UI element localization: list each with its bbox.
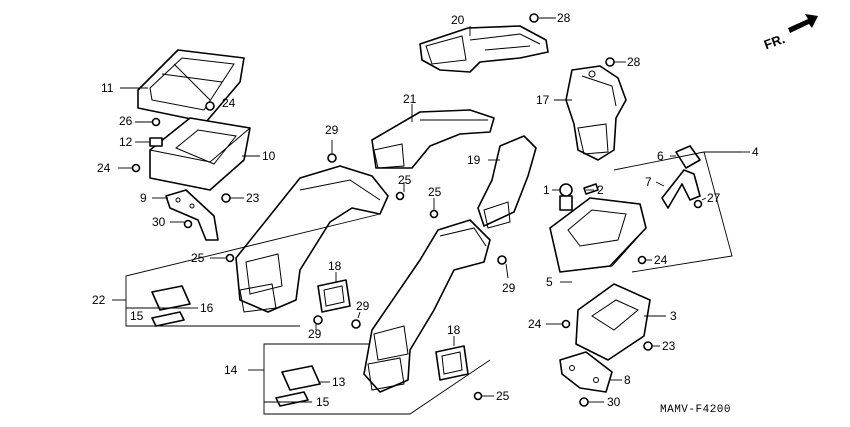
leader-lines <box>112 17 750 415</box>
callout-11: 11 <box>101 81 114 95</box>
part-21-duct <box>371 109 495 169</box>
callout-23-right: 23 <box>662 339 676 353</box>
callout-29-mid: 29 <box>356 299 370 313</box>
front-label: FR. <box>762 31 787 52</box>
callout-1: 1 <box>543 183 550 197</box>
callout-22: 22 <box>92 293 106 307</box>
callout-29-right: 29 <box>502 281 516 295</box>
callout-5: 5 <box>546 275 553 289</box>
part-13-clip <box>275 365 321 407</box>
callout-7: 7 <box>645 175 652 189</box>
part-17-duct <box>565 65 627 161</box>
part-5-lid <box>549 197 647 273</box>
part-14-duct <box>363 219 491 393</box>
callout-23-left: 23 <box>246 191 260 205</box>
callout-24-right: 24 <box>654 253 668 267</box>
callout-24-top: 24 <box>222 96 236 110</box>
callout-17: 17 <box>536 93 550 107</box>
callout-27: 27 <box>707 191 721 205</box>
part-9-bracket <box>165 189 219 241</box>
callout-4: 4 <box>752 145 759 159</box>
part-19-duct <box>477 135 537 229</box>
part-6-clip <box>675 145 701 169</box>
callout-25-bottom: 25 <box>496 389 510 403</box>
part-3-box <box>575 283 651 361</box>
callout-19: 19 <box>467 153 481 167</box>
callout-29-top: 29 <box>325 123 339 137</box>
part-8-bracket <box>559 351 613 393</box>
callout-3: 3 <box>670 309 677 323</box>
callout-25-center: 25 <box>428 185 442 199</box>
callout-29-low: 29 <box>308 327 322 341</box>
callout-21: 21 <box>403 92 417 106</box>
callout-12: 12 <box>119 135 133 149</box>
drawing-code: MAMV-F4200 <box>660 404 731 416</box>
part-20-duct <box>419 25 549 73</box>
callout-10: 10 <box>262 149 276 163</box>
callout-13: 13 <box>332 375 346 389</box>
part-1-lock <box>559 183 599 211</box>
callout-24-bottom: 24 <box>528 317 542 331</box>
part-22-duct <box>235 165 389 313</box>
callout-2: 2 <box>597 183 604 197</box>
callout-20: 20 <box>451 13 465 27</box>
callout-15-upper: 15 <box>130 309 144 323</box>
front-direction-arrow: FR. <box>762 14 818 52</box>
callout-14: 14 <box>224 363 238 377</box>
part-11-cover <box>137 49 245 123</box>
callout-28-top: 28 <box>557 11 571 25</box>
callout-25-mid: 25 <box>398 173 412 187</box>
part-10-panel <box>149 117 251 191</box>
callout-18-lower: 18 <box>447 323 461 337</box>
part-7-strap <box>661 169 701 209</box>
callout-labels: 20 28 28 17 21 19 11 24 26 12 10 24 9 30… <box>92 11 759 409</box>
callout-8: 8 <box>624 373 631 387</box>
fasteners <box>131 13 703 407</box>
callout-15-lower: 15 <box>316 395 330 409</box>
callout-6: 6 <box>657 149 664 163</box>
callout-24-left: 24 <box>97 161 111 175</box>
callout-18-upper: 18 <box>328 259 342 273</box>
callout-30-right: 30 <box>607 395 621 409</box>
part-18-seal-lower <box>435 345 469 381</box>
callout-25-left: 25 <box>191 251 205 265</box>
callout-28-right: 28 <box>627 55 641 69</box>
arrow-icon <box>788 14 818 33</box>
callout-26: 26 <box>119 114 133 128</box>
callout-30-left: 30 <box>152 215 166 229</box>
part-16-clip <box>151 285 191 327</box>
callout-9: 9 <box>140 191 147 205</box>
callout-16: 16 <box>200 301 214 315</box>
part-18-seal-upper <box>317 279 351 313</box>
